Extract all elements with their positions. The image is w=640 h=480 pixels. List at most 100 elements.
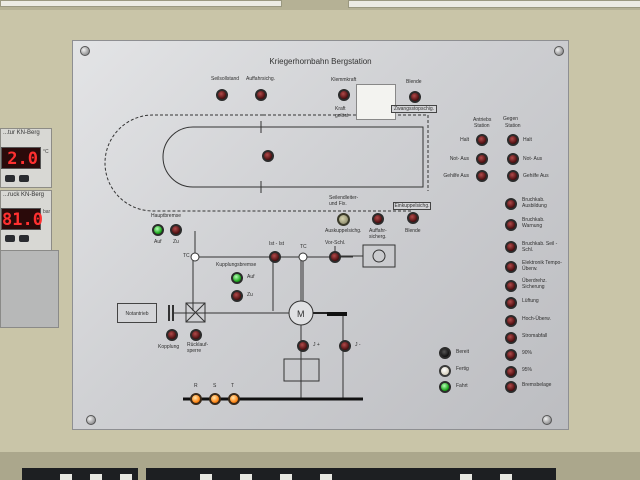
terminal-key: [280, 474, 292, 480]
label-auf2: Auf: [247, 274, 255, 280]
pressure-display: 81.0: [1, 208, 43, 230]
lamp-fault-1: [505, 198, 517, 210]
fault-label-6: Lüftung: [522, 298, 539, 304]
label-auskuppel: Auskuppelsichg.: [325, 228, 362, 234]
fault-label-8: Stromabfall: [522, 333, 548, 339]
unit-label: ...tur KN-Berg: [3, 130, 40, 136]
fault-label-3: Bruchkab. Seil - Schl.: [522, 241, 558, 253]
lamp-hauptbremse-auf: [152, 224, 164, 236]
lamp-fault-4: [505, 261, 517, 273]
lamp-ruecklauf: [190, 329, 202, 341]
lamp-fault-3: [505, 241, 517, 253]
screw-icon: [80, 46, 90, 56]
lamp-rope-loop: [262, 150, 274, 162]
label-seilstoss: Seilsollstand: [211, 76, 240, 82]
terminal-key: [320, 474, 332, 480]
row-label-gehilfe-b: Gehilfe Aus: [523, 173, 549, 179]
label-strip-top-right: [348, 0, 640, 8]
terminal-strip: [426, 468, 556, 480]
label-vorschr: Vor-Schl.: [325, 240, 346, 246]
fault-label-2: Bruchkab. Warnung: [522, 217, 545, 229]
lamp-fault-5: [505, 280, 517, 292]
fault-label-9: 90%: [522, 350, 533, 356]
label-ist-ist: Ist - Ist: [269, 241, 284, 247]
label-j-minus: J -: [355, 342, 361, 348]
label-blende: Blende: [406, 79, 422, 85]
label-lose: gelöst: [335, 113, 349, 119]
wall-top: [0, 0, 640, 10]
lamp-kupplung-auf: [231, 272, 243, 284]
header-gegen: Gegen: [503, 116, 519, 122]
label-klemmkraft: Klemmkraft: [331, 77, 357, 83]
label-strip-top-left: [0, 0, 282, 7]
lamp-blende: [407, 212, 419, 224]
row-label-notaus-b: Not- Aus: [523, 156, 543, 162]
lamp-klemmkraft: [338, 89, 350, 101]
row-label-gehilfe-a: Gehilfe Aus: [443, 173, 469, 179]
status-label-bereit: Bereit: [456, 349, 470, 355]
row-label-halt-b: Halt: [523, 137, 532, 143]
label-tc2: TC: [300, 244, 307, 250]
down-button[interactable]: [5, 175, 15, 182]
lamp-fault-9: [505, 349, 517, 361]
terminal-key: [240, 474, 252, 480]
lamp-phase-s: [209, 393, 221, 405]
lamp-bereit: [439, 347, 451, 359]
control-panel: Kriegerhornbahn Bergstation: [72, 40, 569, 430]
label-zu: Zu: [173, 239, 179, 245]
lamp-kupplung-zu: [231, 290, 243, 302]
label-notantrieb: Notantrieb: [117, 303, 157, 323]
terminal-key: [60, 474, 72, 480]
knob-auskuppel[interactable]: [337, 213, 350, 226]
down-button[interactable]: [5, 235, 15, 242]
screw-icon: [86, 415, 96, 425]
fault-label-1: Bruchkab. Ausbildung: [522, 197, 547, 209]
terminal-key: [90, 474, 102, 480]
phase-label-r: R: [194, 383, 198, 389]
terminal-key: [120, 474, 132, 480]
label-blende2: Blende: [405, 228, 421, 234]
lamp-fahrt: [439, 381, 451, 393]
up-button[interactable]: [19, 235, 29, 242]
lamp-auffahrsicherung: [372, 213, 384, 225]
label-hauptbremse: Hauptbremse: [151, 213, 182, 219]
grey-enclosure: [0, 250, 59, 328]
lamp-ist-ist: [269, 251, 281, 263]
temperature-display: 2.0: [1, 147, 41, 169]
lamp-notaus-a: [476, 153, 488, 165]
screw-icon: [554, 46, 564, 56]
fault-label-5: Überdrehz. Sicherung: [522, 278, 547, 290]
up-button[interactable]: [19, 175, 29, 182]
terminal-key: [200, 474, 212, 480]
lamp-fault-6: [505, 297, 517, 309]
row-label-notaus-a: Not- Aus: [449, 156, 469, 162]
label-kupplung: Kupplungsbremse: [216, 262, 257, 268]
temperature-unit: ...tur KN-Berg 2.0 °C: [0, 128, 52, 188]
lamp-j-minus: [339, 340, 351, 352]
label-motor: M: [297, 309, 305, 319]
lamp-fertig: [439, 365, 451, 377]
label-j-plus: J +: [313, 342, 320, 348]
lamp-hauptbremse-zu: [170, 224, 182, 236]
panel-title: Kriegerhornbahn Bergstation: [269, 57, 372, 66]
lamp-fault-8: [505, 332, 517, 344]
pressure-unit: ...ruck KN-Berg 81.0 bar: [0, 190, 52, 252]
lamp-fault-2: [505, 219, 517, 231]
status-label-fertig: Fertig: [456, 366, 469, 372]
label-kraft: Kraft: [335, 106, 346, 112]
row-label-halt-a: Halt: [460, 137, 469, 143]
fault-label-4: Elektronik Tempo-Überw.: [522, 260, 562, 272]
label-seilendleiter: Seilendleiter- und Fix.: [329, 195, 359, 207]
lamp-fault-10: [505, 366, 517, 378]
label-zwangsstop: Zwangsstopschig.: [391, 105, 437, 113]
lamp-seilstoss: [216, 89, 228, 101]
lamp-phase-r: [190, 393, 202, 405]
label-auf: Auf: [154, 239, 162, 245]
label-zu2: Zu: [247, 292, 253, 298]
lamp-vorschr: [329, 251, 341, 263]
lamp-notaus-b: [507, 153, 519, 165]
label-auffahrsicherung: Auffahr- sicherg.: [369, 228, 387, 240]
phase-label-s: S: [213, 383, 217, 389]
lamp-blende: [409, 91, 421, 103]
label-kopplung: Kopplung: [158, 344, 180, 350]
